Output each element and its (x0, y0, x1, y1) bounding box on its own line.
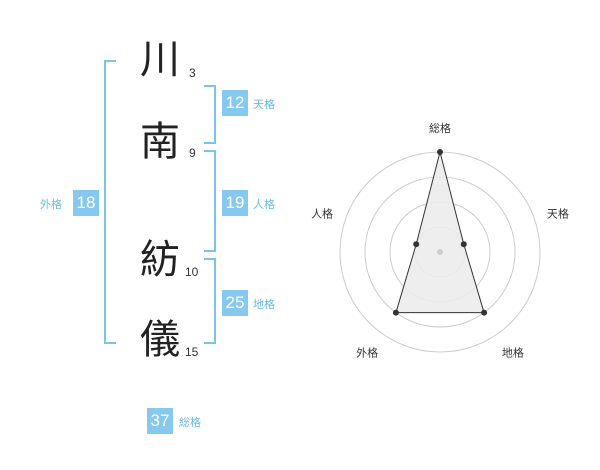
stroke-count-2: 9 (189, 146, 196, 160)
radar-axis-label-3: 外格 (356, 345, 378, 359)
radar-point-2 (481, 309, 488, 316)
radar-axis-label-2: 地格 (502, 345, 524, 359)
chikaku-bracket (204, 258, 216, 344)
soukaku-value-badge: 37 (147, 408, 173, 434)
stroke-count-4: 15 (185, 345, 199, 359)
jinkaku-bracket (204, 150, 216, 252)
radar-axis-label-1: 天格 (547, 207, 569, 221)
name-char-2: 南 (140, 119, 180, 165)
radar-point-4 (413, 241, 420, 248)
tenkaku-bracket (204, 85, 216, 144)
soukaku-label: 総格 (179, 416, 201, 429)
tenkaku-label: 天格 (253, 98, 275, 111)
tenkaku-value-badge: 12 (222, 90, 248, 116)
chikaku-label: 地格 (253, 298, 275, 311)
gaikaku-label: 外格 (40, 198, 62, 211)
jinkaku-label: 人格 (253, 198, 275, 211)
radar-point-1 (460, 241, 467, 248)
radar-axis-label-4: 人格 (311, 207, 333, 221)
name-char-1: 川 (140, 37, 180, 83)
gaikaku-value-badge: 18 (73, 190, 99, 216)
radar-point-0 (437, 149, 443, 155)
gaikaku-bracket (104, 60, 116, 344)
radar-center-dot (437, 249, 443, 255)
name-char-4: 儀 (140, 317, 180, 363)
name-char-3: 紡 (140, 237, 180, 283)
stroke-count-1: 3 (189, 66, 196, 80)
jinkaku-value-badge: 19 (222, 190, 248, 216)
radar-point-3 (392, 309, 399, 316)
radar-axis-label-0: 総格 (429, 121, 451, 135)
radar-area (395, 151, 485, 314)
chikaku-value-badge: 25 (222, 290, 248, 316)
stroke-count-3: 10 (185, 265, 199, 279)
